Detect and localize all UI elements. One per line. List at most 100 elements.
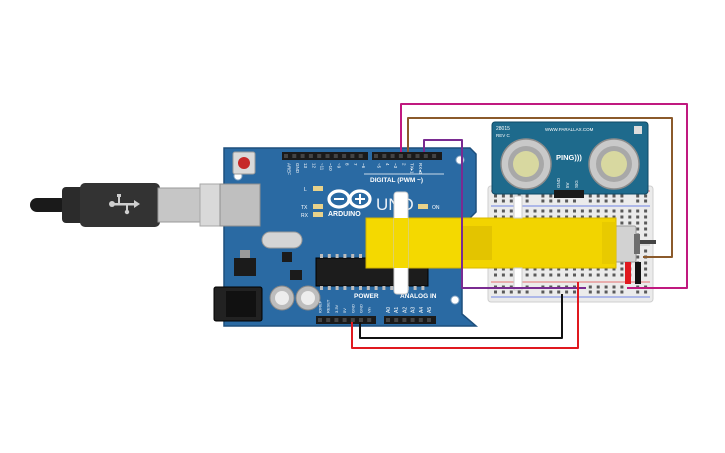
breadboard-hole [588,290,592,294]
breadboard-hole [557,209,561,213]
breadboard-hole [541,209,545,213]
breadboard-hole [541,290,545,294]
sensor-pin-label: GND [556,177,561,188]
breadboard-hole [494,290,497,294]
breadboard-hole [596,199,600,203]
power-pin-label: GND [359,304,364,313]
breadboard-hole [501,199,505,203]
breadboard-hole [644,290,648,294]
chip-leg [359,254,362,258]
breadboard-hole [628,215,632,219]
top-pin-holes [284,154,437,158]
dc-gear-motor[interactable] [365,191,656,295]
breadboard-hole [636,255,640,259]
chip-leg [413,286,417,290]
breadboard-hole [573,199,576,203]
wire-black[interactable] [359,294,563,339]
breadboard-hole [612,199,616,203]
breadboard-hole [620,267,624,271]
power-pin-label: IOREF [318,300,323,313]
analog-pin-label: A4 [419,307,425,313]
top-pin-label: ~3 [393,163,398,169]
breadboard-hole [588,267,592,271]
label-l: L [304,187,307,193]
breadboard-hole [509,290,513,294]
breadboard-hole [557,199,561,203]
breadboard-hole [620,199,624,203]
pin-hole [342,154,347,158]
breadboard-hole [628,221,632,225]
breadboard-hole [644,261,648,265]
pin-hole [415,154,420,158]
usb-cable[interactable] [30,183,251,227]
chip-leg [327,286,331,290]
breadboard-hole [525,215,529,219]
sensor-pin-label: 5V [565,182,570,188]
wire-magenta[interactable] [400,103,688,289]
header-digital-high [282,152,368,160]
wire-brown[interactable] [407,117,673,258]
breadboard-hole [620,273,624,277]
pin-hole [292,154,297,158]
pin-hole [423,154,428,158]
breadboard-hole [494,209,497,213]
led-tx [313,204,323,209]
breadboard-hole [596,194,600,198]
breadboard-hole [636,227,640,231]
breadboard-hole [525,267,529,271]
power-pin-label: GND [350,304,355,313]
pin-hole [432,154,437,158]
pin-hole [333,154,338,158]
arduino-uno-board[interactable]: L TX RX ON ARDUINO UNO AREFGND1312~11~10… [213,147,479,327]
pin-hole [318,318,322,322]
pin-hole [407,154,412,158]
breadboard-hole [588,273,592,277]
smd-chip [282,252,292,262]
breadboard-hole [549,290,553,294]
top-pin-label: ~5 [377,163,382,169]
breadboard-hole [636,209,640,213]
breadboard-hole [644,221,648,225]
breadboard-hole [588,199,592,203]
breadboard-hole [565,209,569,213]
wire-purple[interactable] [423,139,586,289]
breadboard-hole [525,194,529,198]
breadboard-hole [525,290,529,294]
breadboard-hole [501,267,505,271]
motor-lead-red [625,262,631,284]
chip-leg [366,286,370,290]
capacitor-top [275,291,289,305]
motor-mount-tab [513,195,523,219]
pin-hole [398,154,403,158]
analog-pin-label: A3 [411,307,417,313]
ping-ultrasonic-sensor[interactable]: 28015 REV C WWW.PARALLAX.COM PING))) GND… [491,121,649,198]
breadboard-hole [573,273,576,277]
sensor-led [634,126,642,134]
breadboard-hole [604,199,608,203]
wire-red[interactable] [351,282,579,349]
power-pin-label: 5V [342,308,347,313]
breadboard-hole [565,215,569,219]
breadboard-hole [644,194,648,198]
top-pin-label: AREF [287,163,292,175]
breadboard-hole [525,199,529,203]
breadboard-hole [596,290,600,294]
breadboard-hole [636,199,640,203]
pin-hole [382,154,387,158]
breadboard-hole [620,221,624,225]
breadboard-hole [604,215,608,219]
breadboard-hole [494,267,497,271]
barrel-jack-inner [226,291,256,317]
breadboard-hole [509,209,513,213]
breadboard-hole [509,199,513,203]
breadboard-hole [588,215,592,219]
power-pin-label: Vin [367,307,372,313]
pin-hole [402,318,407,322]
pin-hole [308,154,313,158]
pin-hole [317,154,322,158]
breadboard-hole [644,249,648,253]
breadboard-hole [636,194,640,198]
breadboard-hole [596,285,600,289]
